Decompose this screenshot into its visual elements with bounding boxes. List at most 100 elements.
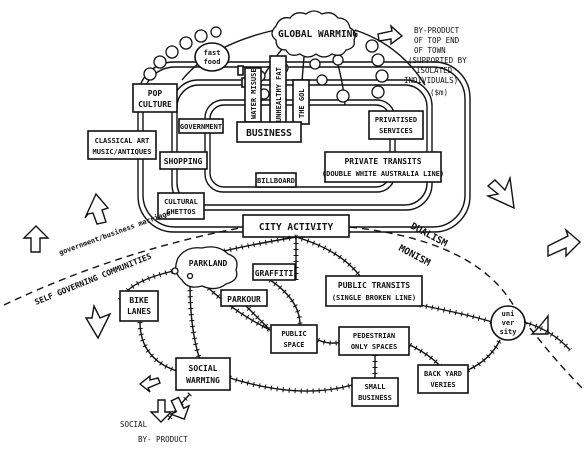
by-product-line: ISOLATED	[416, 66, 453, 75]
rail-line	[409, 344, 441, 367]
rail-line	[189, 283, 201, 361]
global-warming-label: GLOBAL WARMING	[278, 29, 358, 40]
private-transits-box	[324, 151, 442, 183]
pop-culture-box	[132, 83, 178, 113]
cultural-ghettos-box	[157, 192, 205, 220]
unhealthy-fat-node: UNHEALTHY FAT	[269, 55, 287, 127]
business-node: BUSINESS	[236, 121, 302, 143]
public-space-label: PUBLIC	[281, 330, 306, 338]
business-label: BUSINESS	[246, 128, 292, 139]
private-transits-node: PRIVATE TRANSITS (DOUBLE WHITE AUSTRALIA…	[322, 151, 444, 183]
rail-ties	[229, 375, 353, 394]
social-warming-box	[175, 357, 231, 391]
smoke-cloud	[332, 54, 344, 66]
rail-ties	[317, 337, 343, 346]
public-space-label: SPACE	[283, 341, 304, 349]
social-by-product-label: BY- PRODUCT	[138, 435, 188, 444]
bike-lanes-node: BIKE LANES	[119, 290, 159, 322]
small-business-label: SMALL	[364, 383, 385, 391]
the-gol-node: THE GOL	[292, 79, 310, 125]
by-product-line: BY-PRODUCT	[414, 26, 460, 35]
global-warming-node: GLOBAL WARMING	[271, 10, 358, 58]
tree-icon	[186, 272, 194, 280]
smoke-cloud	[371, 85, 385, 99]
rail-ties	[238, 298, 272, 332]
arrow-right-icon	[377, 24, 404, 46]
smoke-cloud	[365, 39, 379, 53]
arrow-right-icon	[547, 227, 582, 258]
graffiti-node: GRAFFITI	[252, 263, 296, 281]
global-warming-cloud	[271, 10, 356, 58]
by-product-top-note: BY-PRODUCT OF TOP END OF TOWN (SUPPORTED…	[404, 26, 467, 97]
pedestrian-label: PEDESTRIAN	[353, 332, 395, 340]
arrow-down-icon	[149, 399, 173, 423]
by-product-line: (SUPPORTED BY	[408, 56, 467, 65]
rail-line	[523, 321, 571, 351]
smoke-cloud	[316, 74, 328, 86]
arrow-up-icon	[84, 192, 110, 225]
bike-lanes-label: LANES	[127, 307, 151, 316]
fast-food-blob	[194, 42, 230, 72]
dualism-path	[349, 226, 585, 391]
rail-ties	[198, 278, 272, 333]
rail-ties	[137, 321, 181, 375]
private-transits-label: PRIVATE TRANSITS	[344, 157, 421, 166]
cultural-ghettos-label: CULTURAL	[164, 198, 198, 206]
university-circle	[490, 305, 526, 341]
billboard-label: BILLBOARD	[257, 177, 295, 185]
smoke-cloud	[375, 69, 389, 83]
by-product-line: ($m)	[430, 88, 448, 97]
pop-culture-node: POP CULTURE	[132, 83, 178, 113]
by-product-line: OF TOP END	[414, 36, 460, 45]
government-node: GOVERNMENT	[178, 118, 224, 134]
back-yard-box	[417, 364, 469, 394]
privatised-services-box	[368, 110, 424, 140]
shopping-box	[159, 151, 208, 170]
parkour-box	[220, 289, 268, 307]
classical-art-label: MUSIC/ANTIQUES	[92, 148, 151, 156]
rail-ties	[408, 342, 442, 368]
back-yard-label: BACK YARD	[424, 370, 462, 378]
city-activity-label: CITY ACTIVITY	[259, 222, 334, 233]
by-product-line: INDIVIDUALS)	[404, 76, 458, 85]
pedestrian-box	[338, 326, 410, 356]
public-transits-label: PUBLIC TRANSITS	[338, 281, 410, 290]
privatised-services-label: SERVICES	[379, 127, 413, 135]
the-gol-label: THE GOL	[298, 88, 306, 118]
arrow-down-icon	[84, 303, 112, 340]
billboard-box	[255, 172, 297, 188]
smoke-cloud	[371, 53, 385, 67]
city-activity-node: CITY ACTIVITY	[242, 214, 350, 238]
university-label: uni	[502, 310, 515, 318]
classical-art-node: CLASSICAL ART MUSIC/ANTIQUES	[87, 130, 157, 160]
rail-ties	[295, 234, 362, 278]
cultural-ghettos-node: CULTURAL GHETTOS	[157, 192, 205, 220]
rail-line	[467, 339, 501, 371]
by-product-line: OF TOWN	[414, 46, 446, 55]
university-label: sity	[500, 328, 518, 336]
rail-ties	[268, 277, 303, 326]
fast-food-label: food	[204, 58, 221, 66]
cultural-ghettos-label: GHETTOS	[166, 208, 196, 216]
fast-food-node: fast food	[194, 42, 230, 72]
parkland-node: PARKLAND	[171, 246, 238, 290]
arrow-up-icon	[22, 225, 50, 253]
smoke-cloud	[179, 36, 193, 50]
rail-ties	[466, 338, 503, 373]
pop-culture-label: CULTURE	[138, 100, 172, 109]
small-building	[237, 65, 244, 76]
rail-line	[419, 304, 493, 323]
private-transits-label: (DOUBLE WHITE AUSTRALIA LINE)	[322, 170, 444, 178]
social-warming-label: SOCIAL	[189, 364, 218, 373]
government-label: GOVERNMENT	[180, 123, 222, 131]
social-warming-node: SOCIAL WARMING	[175, 357, 231, 391]
pedestrian-node: PEDESTRIAN ONLY SPACES	[338, 326, 410, 356]
university-node: uni ver sity	[490, 305, 526, 341]
monism-label: MONISM	[397, 243, 433, 269]
billboard-node: BILLBOARD	[255, 172, 297, 188]
smoke-cloud	[210, 26, 222, 38]
arrow-left-icon	[138, 374, 161, 393]
small-business-label: BUSINESS	[358, 394, 392, 402]
public-transits-node: PUBLIC TRANSITS (SINGLE BROKEN LINE)	[325, 275, 423, 307]
